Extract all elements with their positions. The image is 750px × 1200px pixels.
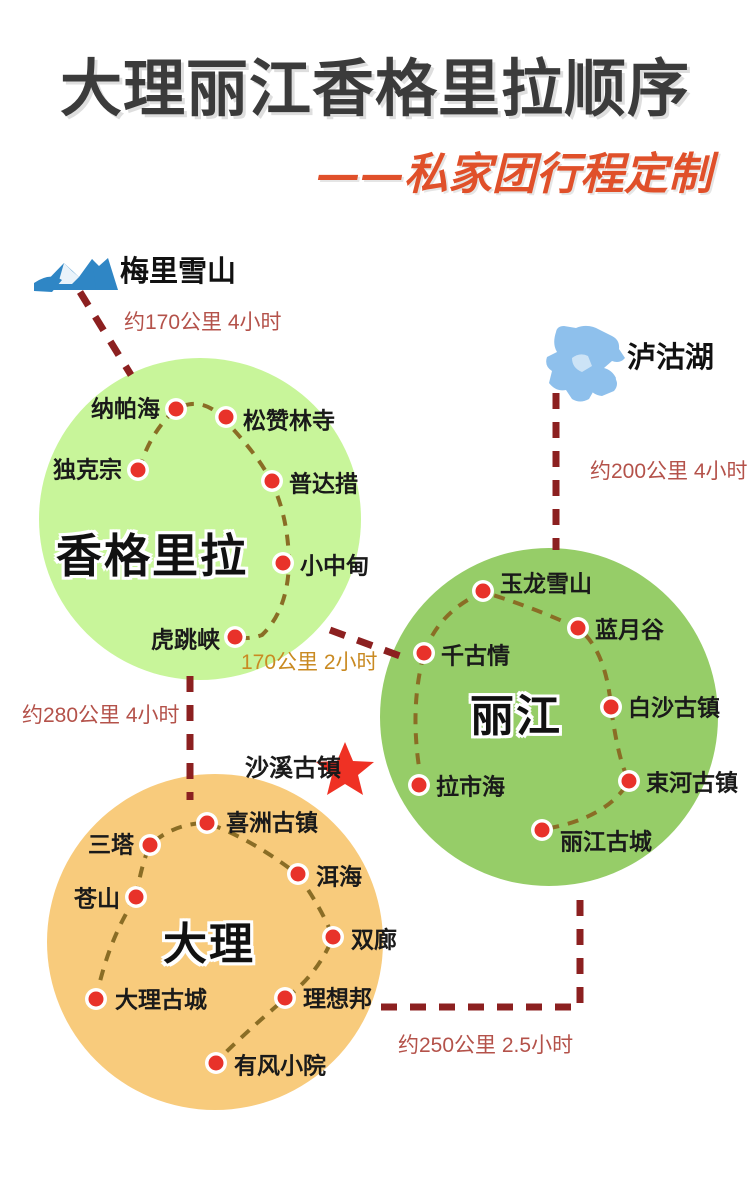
point-label-lijiangguchen[interactable]: 丽江古城 bbox=[560, 828, 652, 856]
connector-dali-lijiang bbox=[381, 888, 584, 1011]
map-marker-dot bbox=[130, 462, 146, 478]
landmark-label-meili: 梅里雪山 bbox=[120, 254, 237, 288]
connector-shangrila-lijiang bbox=[328, 626, 402, 660]
map-marker-dot bbox=[416, 645, 432, 661]
point-label-baishaguzhen[interactable]: 白沙古镇 bbox=[628, 694, 720, 722]
region-circle-shangrila[interactable] bbox=[39, 358, 361, 680]
region-label-lijiang: 丽江 bbox=[470, 691, 562, 742]
point-label-lixiangbang[interactable]: 理想邦 bbox=[303, 985, 372, 1013]
map-marker-dot bbox=[277, 990, 293, 1006]
map-marker-dot bbox=[534, 822, 550, 838]
marker-group-dali bbox=[85, 812, 344, 1074]
point-label-shuanglang[interactable]: 双廊 bbox=[351, 926, 397, 954]
map-marker-dot bbox=[142, 837, 158, 853]
distance-label-meili-shangrila: 约170公里 4小时 bbox=[124, 311, 282, 334]
map-marker-dot bbox=[275, 555, 291, 571]
point-label-xiaozhongdian[interactable]: 小中甸 bbox=[300, 552, 369, 580]
point-label-napahai[interactable]: 纳帕海 bbox=[91, 395, 160, 423]
distance-label-shangrila-dali: 约280公里 4小时 bbox=[22, 704, 180, 727]
distance-label-shangrila-lijiang: 170公里 2小时 bbox=[241, 651, 378, 674]
page-subtitle: ——私家团行程定制 bbox=[316, 149, 712, 200]
region-label-dali: 大理 bbox=[163, 919, 255, 970]
map-marker-dot bbox=[570, 620, 586, 636]
page-title: 大理丽江香格里拉顺序 bbox=[59, 52, 690, 125]
map-marker-dot bbox=[88, 991, 104, 1007]
point-label-daliguchen[interactable]: 大理古城 bbox=[115, 986, 207, 1014]
distance-label-lugu-lijiang: 约200公里 4小时 bbox=[590, 460, 748, 483]
map-marker-dot bbox=[128, 889, 144, 905]
map-marker-dot bbox=[411, 777, 427, 793]
point-label-yulongxueshan[interactable]: 玉龙雪山 bbox=[500, 570, 592, 598]
distance-label-dali-lijiang: 约250公里 2.5小时 bbox=[398, 1034, 574, 1057]
point-label-santa[interactable]: 三塔 bbox=[88, 831, 134, 859]
point-label-pudacuo[interactable]: 普达措 bbox=[289, 470, 358, 498]
star-icon bbox=[316, 742, 374, 795]
map-marker-dot bbox=[621, 773, 637, 789]
map-marker-dot bbox=[168, 401, 184, 417]
point-label-erhai[interactable]: 洱海 bbox=[316, 863, 362, 891]
map-marker-dot bbox=[290, 866, 306, 882]
special-marker-label-shaxi: 沙溪古镇 bbox=[245, 753, 341, 782]
lake-icon bbox=[546, 325, 625, 402]
region-circle-lijiang[interactable] bbox=[380, 548, 718, 886]
point-label-hutiaoxia[interactable]: 虎跳峡 bbox=[151, 626, 220, 654]
point-label-lanyuegu[interactable]: 蓝月谷 bbox=[595, 616, 664, 644]
point-label-lashihai[interactable]: 拉市海 bbox=[436, 773, 505, 801]
region-circle-dali[interactable] bbox=[47, 774, 383, 1110]
point-label-youfengxiaoyuan[interactable]: 有风小院 bbox=[234, 1052, 326, 1080]
point-label-songzanlin[interactable]: 松赞林寺 bbox=[243, 407, 335, 435]
landmark-label-lugu: 泸沽湖 bbox=[627, 340, 715, 374]
map-marker-dot bbox=[325, 929, 341, 945]
region-label-shangrila: 香格里拉 bbox=[56, 529, 248, 583]
map-marker-dot bbox=[475, 583, 491, 599]
point-label-dukezong[interactable]: 独克宗 bbox=[53, 456, 122, 484]
point-label-shuheguzhen[interactable]: 束河古镇 bbox=[646, 769, 738, 797]
marker-group-lijiang bbox=[408, 580, 640, 841]
map-marker-dot bbox=[199, 815, 215, 831]
marker-group-shangrila bbox=[127, 398, 294, 648]
map-marker-dot bbox=[264, 473, 280, 489]
map-marker-dot bbox=[208, 1055, 224, 1071]
point-label-xizhouguzhen[interactable]: 喜洲古镇 bbox=[226, 809, 318, 837]
map-marker-dot bbox=[218, 409, 234, 425]
mountain-icon bbox=[34, 258, 118, 292]
point-label-cangshan[interactable]: 苍山 bbox=[74, 885, 120, 913]
point-label-qianguqing[interactable]: 千古情 bbox=[441, 642, 510, 670]
map-marker-dot bbox=[603, 699, 619, 715]
map-marker-dot bbox=[227, 629, 243, 645]
